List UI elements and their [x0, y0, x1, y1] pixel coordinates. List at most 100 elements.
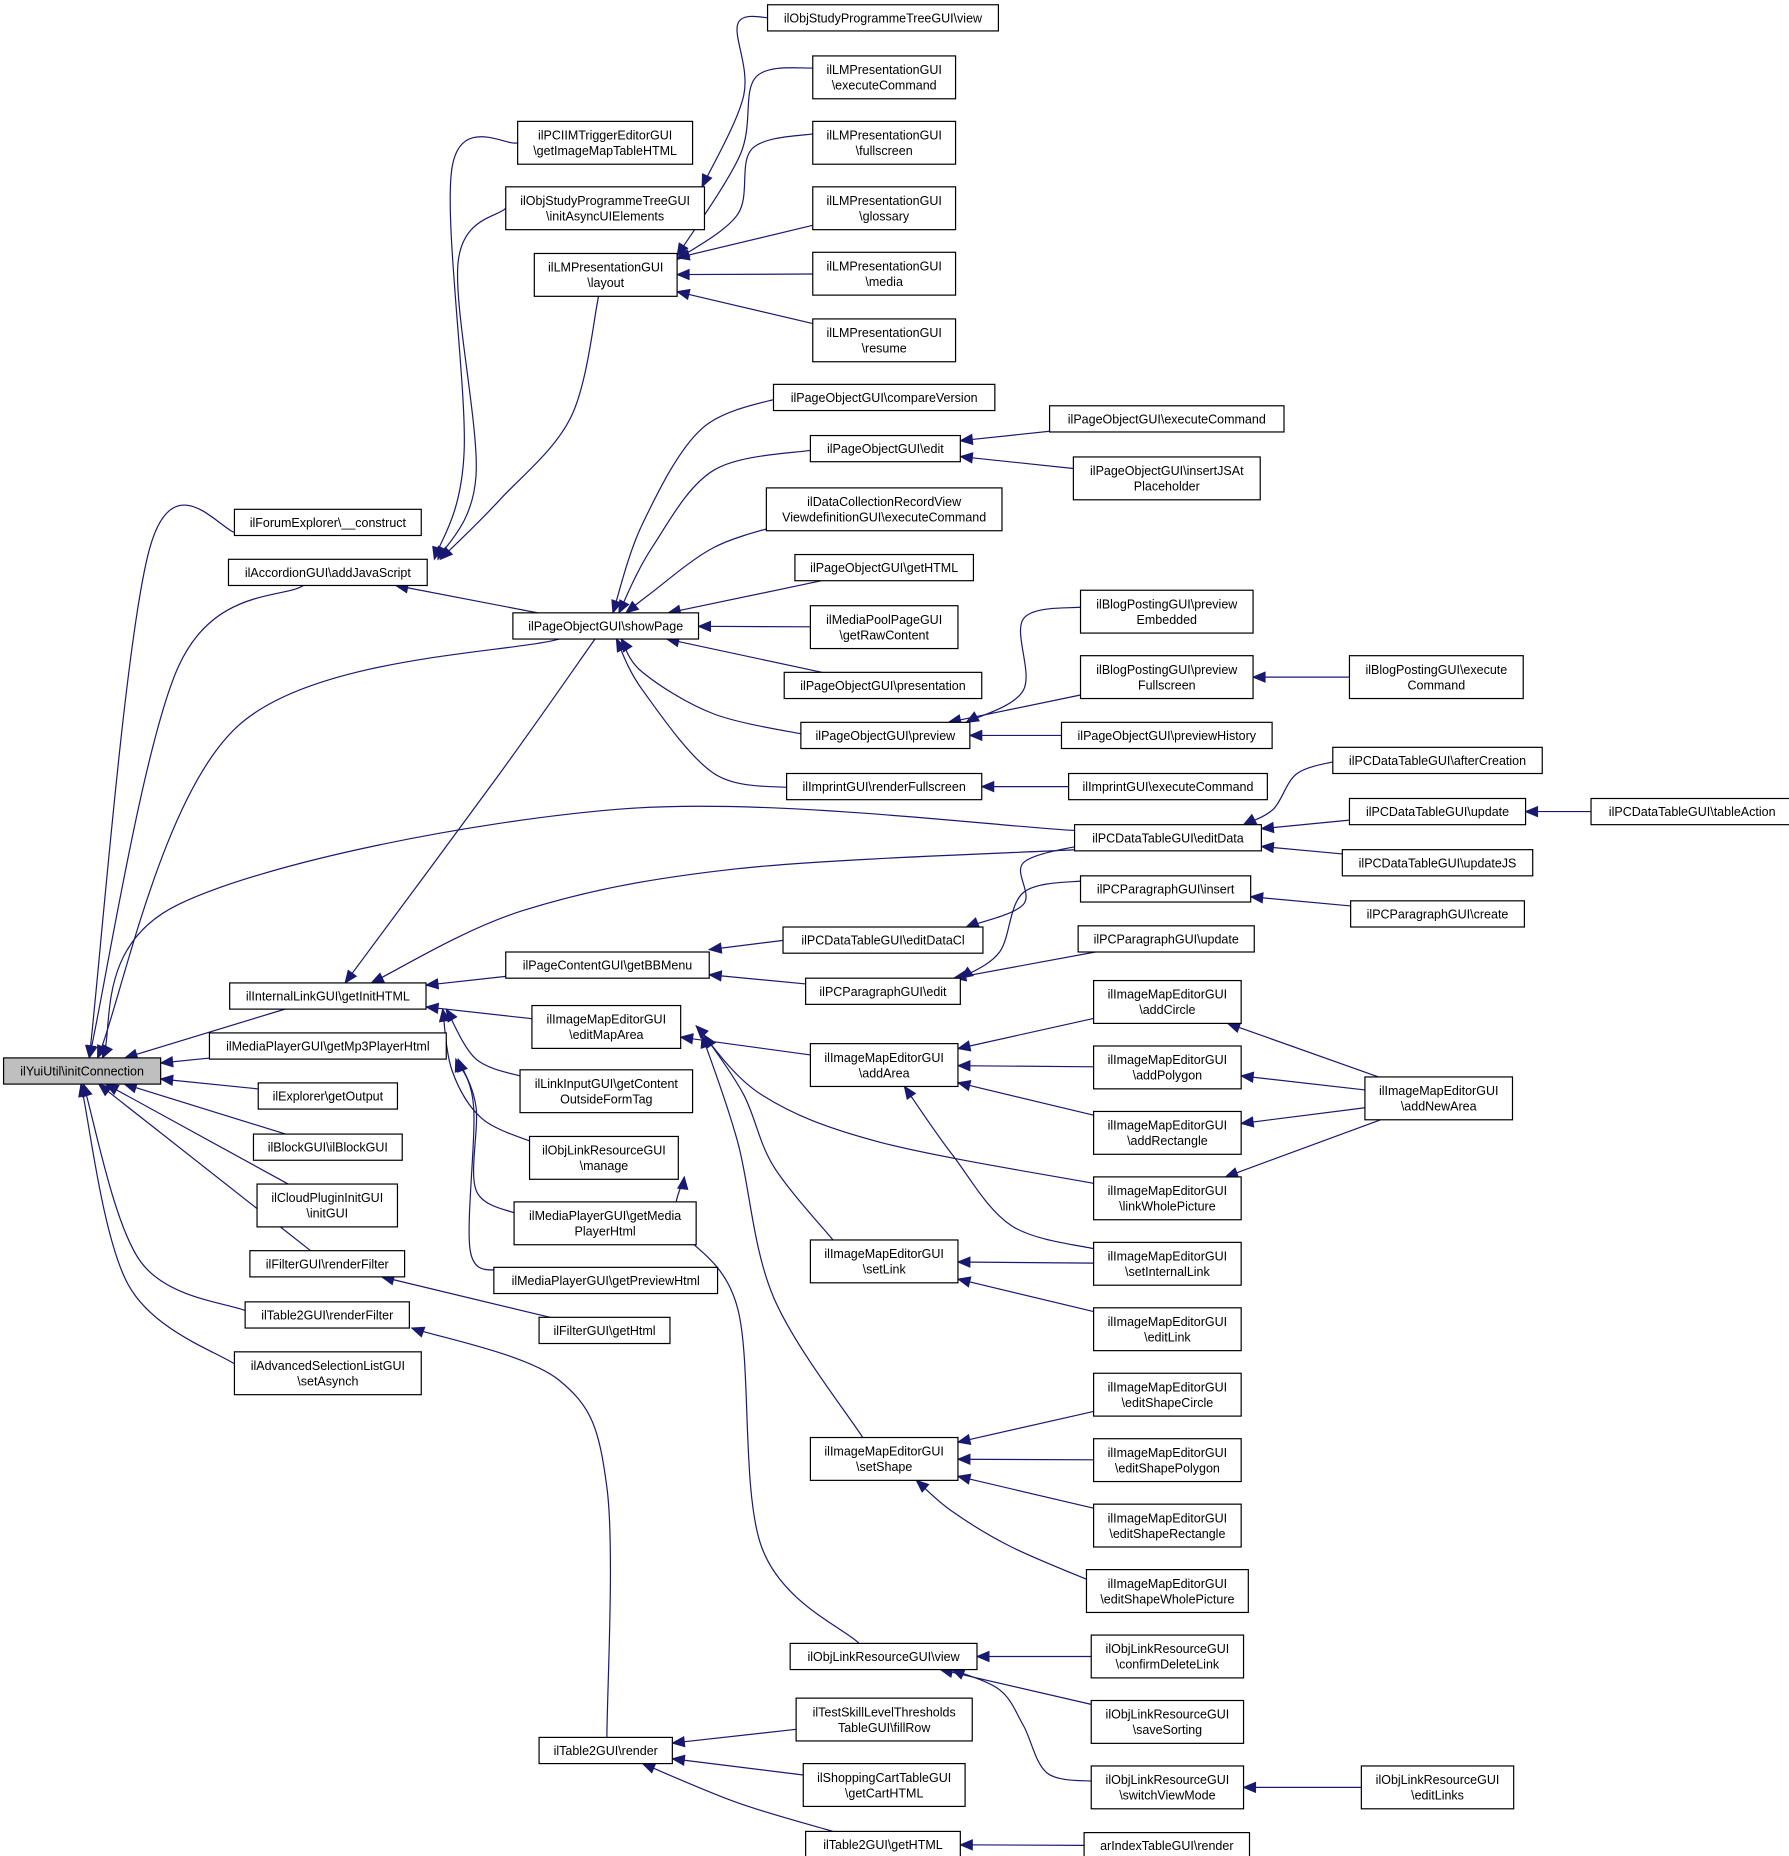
graph-node-n74[interactable]: ilImageMapEditorGUI\addNewArea: [1364, 1076, 1514, 1121]
call-edge: [1251, 671, 1350, 683]
edge-line: [445, 1008, 524, 1078]
graph-node-n5[interactable]: ilExplorer\getOutput: [257, 1082, 399, 1110]
graph-node-n58[interactable]: ilImageMapEditorGUI\linkWholePicture: [1093, 1176, 1242, 1221]
graph-node-n2[interactable]: ilAccordionGUI\addJavaScript: [227, 558, 428, 587]
graph-node-n13[interactable]: ilLMPresentationGUI\layout: [533, 252, 678, 297]
graph-node-n75[interactable]: ilObjLinkResourceGUI\editLinks: [1360, 1765, 1515, 1810]
graph-node-n35[interactable]: ilPageObjectGUI\preview: [800, 721, 971, 750]
graph-node-n53[interactable]: ilPCParagraphGUI\insert: [1079, 875, 1252, 903]
graph-node-n54[interactable]: ilPCParagraphGUI\update: [1077, 925, 1255, 953]
graph-node-n67[interactable]: ilObjLinkResourceGUI\switchViewMode: [1090, 1765, 1245, 1810]
graph-node-n3[interactable]: ilInternalLinkGUI\getInitHTML: [229, 982, 427, 1010]
node-box: [795, 1697, 973, 1742]
edge-line: [672, 1758, 804, 1776]
node-box: [1348, 655, 1524, 700]
graph-node-n61[interactable]: ilImageMapEditorGUI\editShapeCircle: [1093, 1372, 1242, 1417]
graph-node-n41[interactable]: ilImageMapEditorGUI\setShape: [809, 1436, 959, 1481]
graph-node-n44[interactable]: ilShoppingCartTableGUI\getCartHTML: [802, 1762, 966, 1808]
graph-node-n45[interactable]: ilTable2GUI\getHTML: [805, 1830, 961, 1856]
node-box: [519, 1069, 694, 1114]
graph-node-n71[interactable]: ilPCDataTableGUI\update: [1348, 797, 1527, 826]
graph-node-n30[interactable]: ilPageObjectGUI\edit: [809, 434, 961, 463]
graph-node-n72[interactable]: ilPCDataTableGUI\updateJS: [1341, 849, 1534, 877]
graph-node-n38[interactable]: ilPCParagraphGUI\edit: [805, 977, 961, 1005]
graph-node-n39[interactable]: ilImageMapEditorGUI\addArea: [809, 1043, 959, 1088]
node-box: [812, 318, 957, 363]
node-box: [802, 1762, 966, 1808]
node-box: [1093, 1372, 1242, 1417]
graph-node-n4[interactable]: ilMediaPlayerGUI\getMp3PlayerHtml: [208, 1032, 447, 1060]
graph-node-n32[interactable]: ilPageObjectGUI\getHTML: [794, 553, 975, 582]
graph-node-n23[interactable]: ilObjStudyProgrammeTreeGUI\view: [766, 4, 1000, 32]
node-box: [809, 1043, 959, 1088]
graph-node-n14[interactable]: ilPageObjectGUI\showPage: [512, 612, 700, 640]
graph-node-n60[interactable]: ilImageMapEditorGUI\editLink: [1093, 1307, 1242, 1352]
edge-line: [1227, 1022, 1379, 1078]
graph-node-n6[interactable]: ilBlockGUI\ilBlockGUI: [252, 1133, 403, 1161]
node-box: [256, 1183, 399, 1228]
graph-node-n62[interactable]: ilImageMapEditorGUI\editShapePolygon: [1093, 1438, 1242, 1483]
edge-line: [101, 805, 1077, 1059]
graph-node-n56[interactable]: ilImageMapEditorGUI\addPolygon: [1093, 1045, 1242, 1090]
edge-line: [371, 849, 1077, 984]
graph-node-n68[interactable]: arIndexTableGUI\render: [1083, 1831, 1251, 1856]
graph-node-n34[interactable]: ilPageObjectGUI\presentation: [783, 671, 983, 700]
graph-node-n18[interactable]: ilObjLinkResourceGUI\manage: [528, 1135, 679, 1180]
graph-node-n52[interactable]: ilPCDataTableGUI\editData: [1073, 824, 1262, 852]
graph-node-n37[interactable]: ilPCDataTableGUI\editDataCl: [782, 926, 984, 954]
graph-node-n25[interactable]: ilLMPresentationGUI\fullscreen: [812, 120, 957, 165]
arrowhead-icon: [615, 637, 628, 653]
graph-node-n9[interactable]: ilTable2GUI\renderFilter: [244, 1301, 410, 1329]
graph-node-n59[interactable]: ilImageMapEditorGUI\setInternalLink: [1093, 1241, 1242, 1286]
graph-node-n55[interactable]: ilImageMapEditorGUI\addCircle: [1093, 979, 1242, 1024]
graph-node-n28[interactable]: ilLMPresentationGUI\resume: [812, 318, 957, 363]
graph-node-n8[interactable]: ilFilterGUI\renderFilter: [249, 1250, 406, 1278]
graph-node-n7[interactable]: ilCloudPluginInitGUI\initGUI: [256, 1183, 399, 1228]
graph-node-n31[interactable]: ilDataCollectionRecordViewViewdefinition…: [765, 487, 1003, 532]
node-label: ilPCParagraphGUI\edit: [819, 985, 947, 999]
graph-node-n21[interactable]: ilFilterGUI\getHtml: [538, 1316, 671, 1345]
graph-node-n11[interactable]: ilPCIIMTriggerEditorGUI\getImageMapTable…: [517, 120, 694, 165]
graph-node-n15[interactable]: ilPageContentGUI\getBBMenu: [505, 951, 710, 979]
graph-node-n16[interactable]: ilImageMapEditorGUI\editMapArea: [531, 1004, 682, 1049]
graph-node-n27[interactable]: ilLMPresentationGUI\media: [812, 251, 957, 296]
node-label: ilImageMapEditorGUI: [1108, 1380, 1228, 1394]
graph-node-n1[interactable]: ilForumExplorer\__construct: [233, 508, 422, 537]
graph-node-n76[interactable]: ilPCDataTableGUI\tableAction: [1590, 797, 1789, 826]
node-label: ilImageMapEditorGUI: [1108, 1511, 1228, 1525]
graph-node-n65[interactable]: ilObjLinkResourceGUI\confirmDeleteLink: [1090, 1634, 1245, 1679]
graph-node-n20[interactable]: ilMediaPlayerGUI\getPreviewHtml: [493, 1266, 719, 1295]
graph-node-n51[interactable]: ilImprintGUI\executeCommand: [1068, 772, 1268, 801]
graph-node-n26[interactable]: ilLMPresentationGUI\glossary: [812, 186, 957, 231]
graph-node-n64[interactable]: ilImageMapEditorGUI\editShapeWholePictur…: [1085, 1569, 1249, 1614]
graph-node-n43[interactable]: ilTestSkillLevelThresholdsTableGUI\fillR…: [795, 1697, 973, 1742]
graph-node-n42[interactable]: ilObjLinkResourceGUI\view: [789, 1642, 978, 1671]
graph-node-n63[interactable]: ilImageMapEditorGUI\editShapeRectangle: [1093, 1503, 1242, 1548]
graph-node-n50[interactable]: ilPageObjectGUI\previewHistory: [1060, 721, 1273, 750]
graph-node-n24[interactable]: ilLMPresentationGUI\executeCommand: [812, 55, 957, 100]
graph-node-n36[interactable]: ilImprintGUI\renderFullscreen: [785, 772, 983, 801]
node-label: \setLink: [863, 1263, 907, 1277]
graph-node-n0[interactable]: ilYuiUtil\initConnection: [2, 1057, 162, 1085]
graph-node-n66[interactable]: ilObjLinkResourceGUI\saveSorting: [1090, 1699, 1245, 1744]
graph-node-n69[interactable]: ilBlogPostingGUI\executeCommand: [1348, 655, 1524, 700]
graph-node-n33[interactable]: ilMediaPoolPageGUI\getRawContent: [809, 605, 959, 650]
graph-node-n29[interactable]: ilPageObjectGUI\compareVersion: [772, 383, 996, 412]
graph-node-n57[interactable]: ilImageMapEditorGUI\addRectangle: [1093, 1110, 1242, 1155]
graph-node-n73[interactable]: ilPCParagraphGUI\create: [1350, 900, 1525, 928]
graph-node-n10[interactable]: ilAdvancedSelectionListGUI\setAsynch: [233, 1351, 422, 1396]
graph-node-n40[interactable]: ilImageMapEditorGUI\setLink: [809, 1239, 959, 1284]
graph-node-n70[interactable]: ilPCDataTableGUI\afterCreation: [1332, 746, 1543, 775]
edge-line: [680, 1036, 811, 1056]
graph-node-n46[interactable]: ilPageObjectGUI\executeCommand: [1048, 405, 1285, 433]
node-label: \editMapArea: [569, 1028, 643, 1042]
graph-node-n22[interactable]: ilTable2GUI\render: [538, 1736, 673, 1765]
edge-line: [395, 584, 538, 614]
graph-node-n12[interactable]: ilObjStudyProgrammeTreeGUI\initAsyncUIEl…: [505, 186, 706, 231]
